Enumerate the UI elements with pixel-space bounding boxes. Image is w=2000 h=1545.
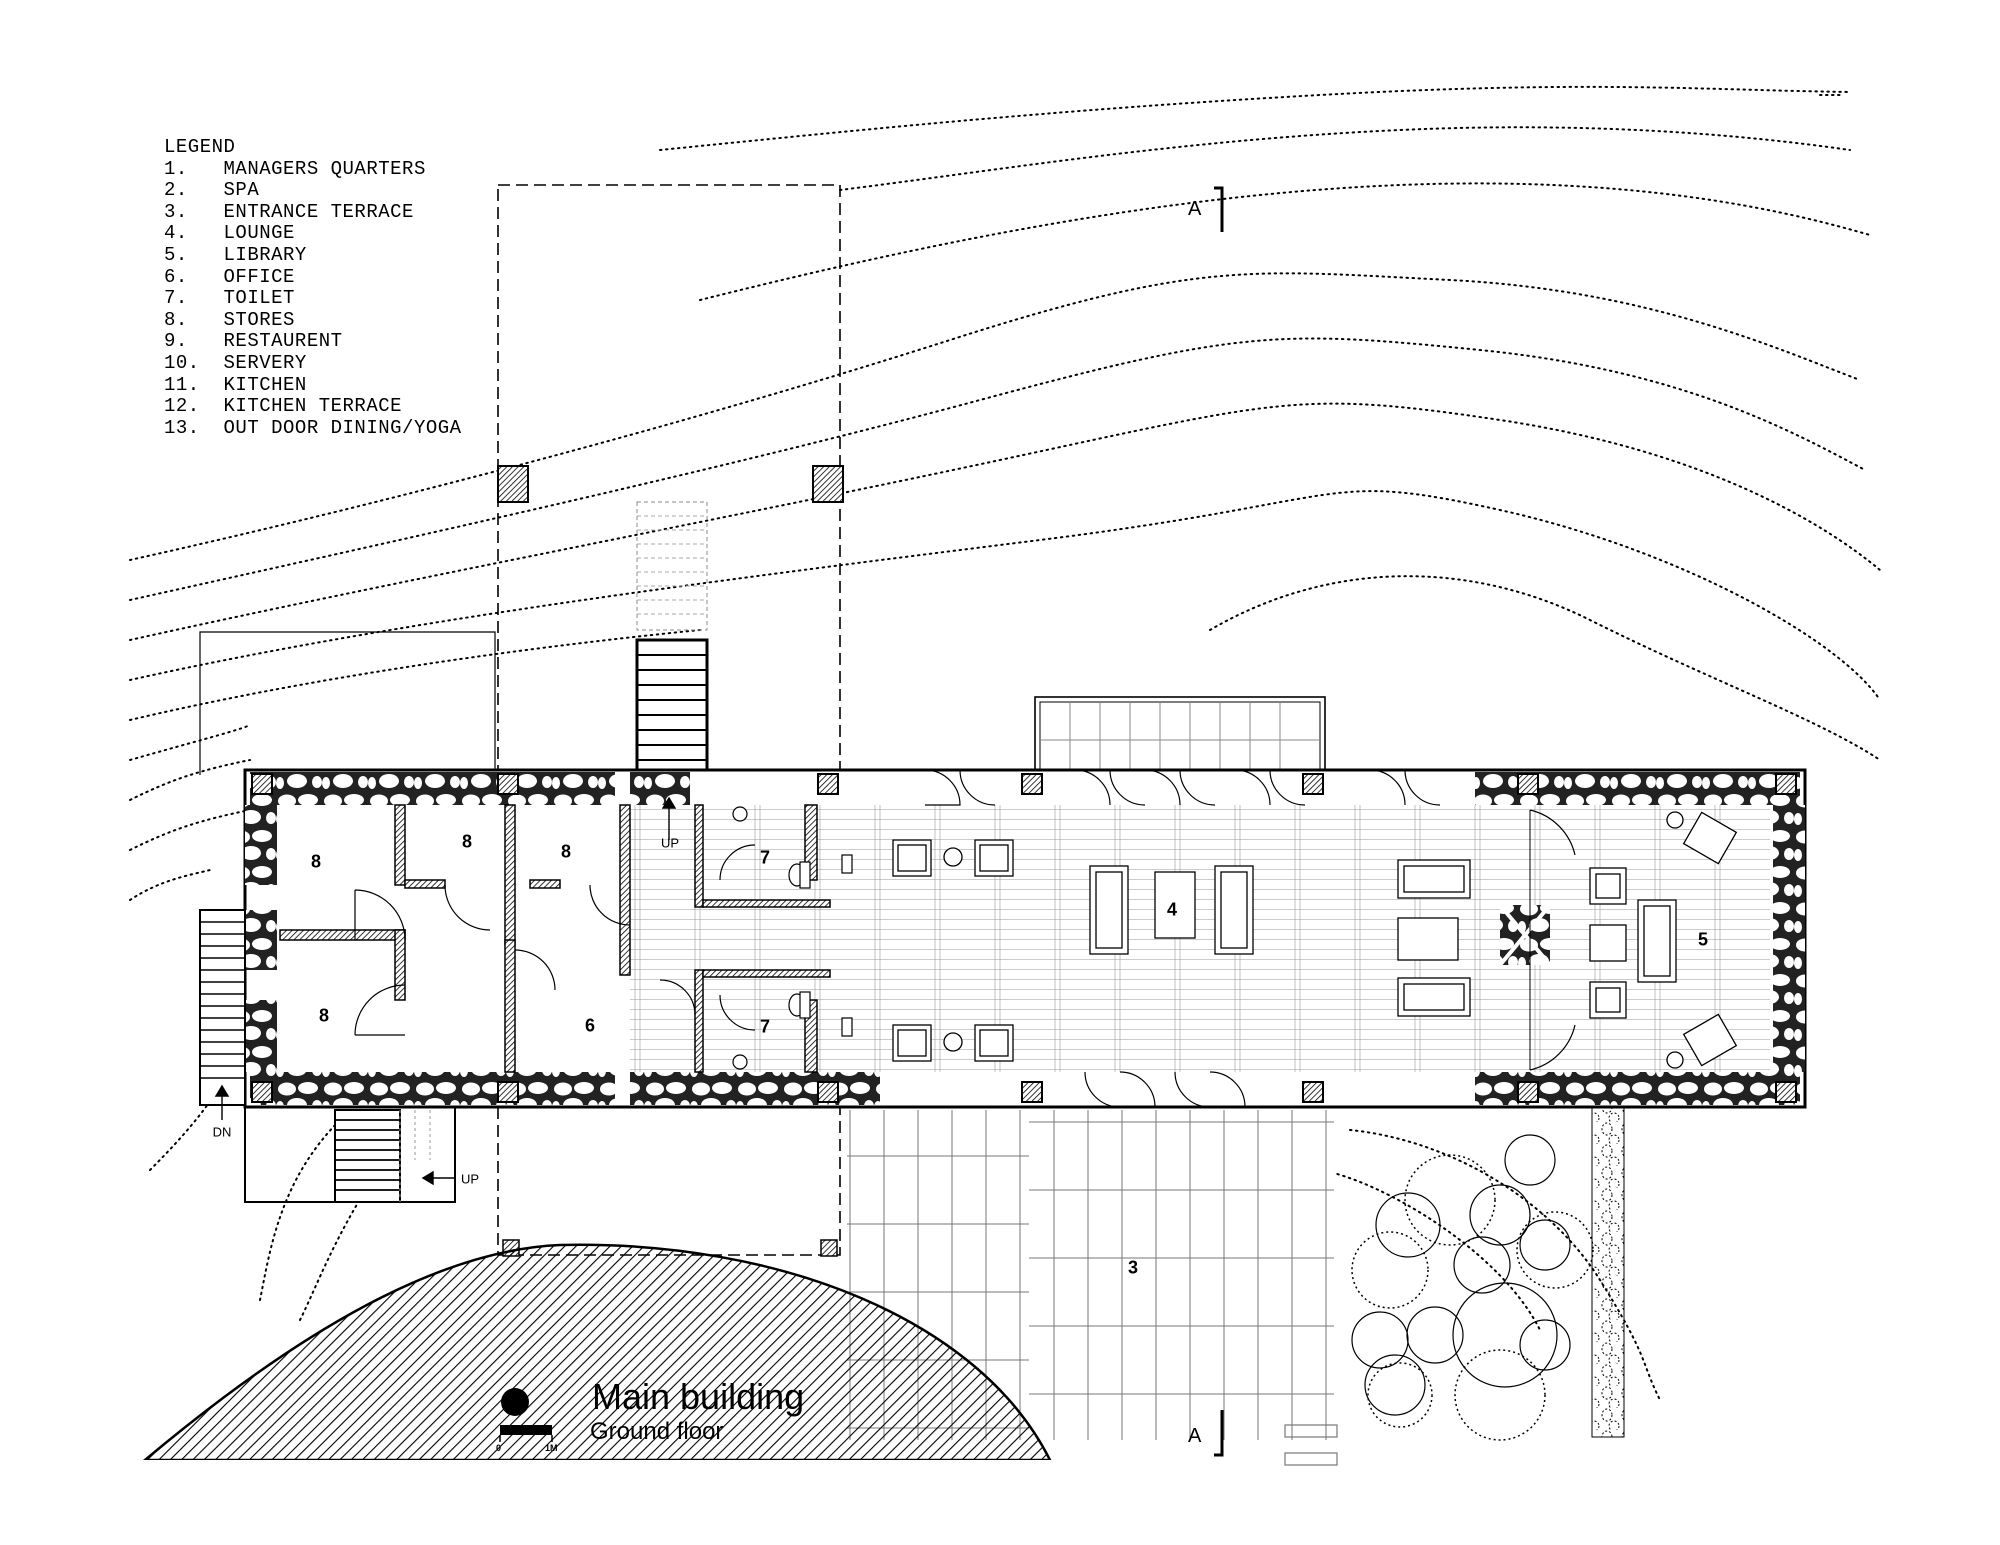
north-dot xyxy=(501,1388,529,1416)
legend-item: 11. KITCHEN xyxy=(164,373,307,396)
legend-item: 8. STORES xyxy=(164,308,295,331)
annex-outline xyxy=(199,631,496,775)
west-stair xyxy=(199,909,246,1106)
legend-item: 10. SERVERY xyxy=(164,351,307,374)
stair-up-label: UP xyxy=(660,835,680,851)
north-deck xyxy=(1034,696,1326,776)
legend-heading: LEGEND xyxy=(164,136,236,158)
door-swings xyxy=(354,769,1576,1108)
room-label-lounge: 4 xyxy=(1166,899,1178,920)
lounge-furniture xyxy=(892,811,1738,1069)
section-mark-top xyxy=(1214,186,1224,232)
legend-item: 5. LIBRARY xyxy=(164,243,307,266)
section-mark-bottom xyxy=(1214,1410,1224,1457)
interior-walls xyxy=(279,804,831,1073)
legend-item: 4. LOUNGE xyxy=(164,222,295,245)
legend-item: 2. SPA xyxy=(164,179,260,202)
stone-walls xyxy=(245,772,1805,1105)
earth-mound xyxy=(141,1243,1053,1462)
legend-item: 7. TOILET xyxy=(164,287,295,310)
room-label-store: 8 xyxy=(560,841,572,862)
scale-start-label: 0 xyxy=(496,1443,502,1453)
legend: LEGEND 1. MANAGERS QUARTERS 2. SPA 3. EN… xyxy=(164,136,462,439)
legend-item: 3. ENTRANCE TERRACE xyxy=(164,200,414,223)
room-label-store: 8 xyxy=(318,1005,330,1026)
legend-item: 12. KITCHEN TERRACE xyxy=(164,395,403,418)
trees xyxy=(1351,1134,1594,1441)
room-label-terrace: 3 xyxy=(1127,1257,1139,1278)
section-label-top: A xyxy=(1188,198,1202,220)
stair-arrows xyxy=(214,796,677,1186)
toilet-fixtures xyxy=(732,806,853,1070)
canopy-column xyxy=(497,465,529,503)
scale-bar xyxy=(500,1425,552,1435)
canopy-outline xyxy=(497,184,841,1256)
scale-end-label: 1M xyxy=(545,1443,558,1453)
section-label-bottom: A xyxy=(1188,1425,1202,1447)
legend-item: 9. RESTAURENT xyxy=(164,330,343,353)
room-label-toilet: 7 xyxy=(759,847,771,868)
columns xyxy=(251,773,1797,1103)
room-label-library: 5 xyxy=(1697,929,1709,950)
room-label-toilet: 7 xyxy=(759,1016,771,1037)
room-label-store: 8 xyxy=(461,831,473,852)
canopy-column xyxy=(820,1239,838,1257)
drawing-title: Main building xyxy=(592,1376,805,1417)
south-stair xyxy=(244,1106,456,1203)
legend-item: 13. OUT DOOR DINING/YOGA xyxy=(164,416,462,439)
stair-down-label: DN xyxy=(212,1124,232,1140)
room-label-store: 8 xyxy=(310,851,322,872)
drawing-subtitle: Ground floor xyxy=(590,1418,724,1445)
room-label-office: 6 xyxy=(584,1015,596,1036)
stair-up-label: UP xyxy=(460,1171,480,1187)
garden-wall xyxy=(1591,1106,1625,1438)
legend-item: 1. MANAGERS QUARTERS xyxy=(164,157,426,180)
north-stair xyxy=(635,501,709,807)
legend-item: 6. OFFICE xyxy=(164,265,295,288)
canopy-column xyxy=(812,465,844,503)
contour-lines xyxy=(129,85,1881,1401)
terrace-steps xyxy=(1284,1424,1338,1466)
